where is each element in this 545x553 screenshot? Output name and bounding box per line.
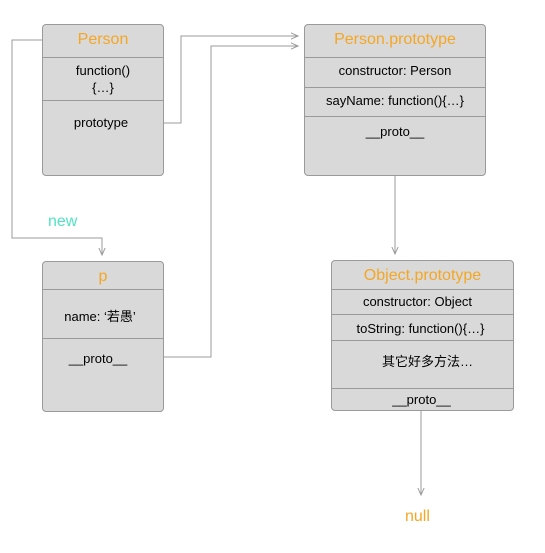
divider [305,116,485,117]
person-prototype-proto: __proto__ [365,124,425,139]
object-prototype-other-methods: 其它好多方法… [381,354,473,369]
person-prototype-sayname: sayName: function(){…} [325,93,464,108]
person-prototype-title: Person.prototype [334,31,456,48]
person-prototype-box: Person.prototype constructor: Person say… [304,24,486,176]
object-prototype-constructor: constructor: Object [362,294,473,309]
divider [43,57,163,58]
p-box: p name: ‘若愚’ __proto__ [42,261,164,412]
person-function-body: {…} [92,80,114,95]
object-prototype-tostring: toString: function(){…} [356,321,485,336]
person-function-line: function() [75,63,131,78]
divider [43,100,163,101]
p-name: name: ‘若愚’ [64,309,136,324]
object-prototype-title: Object.prototype [363,267,482,284]
divider [332,314,513,315]
divider [332,289,513,290]
p-proto-arrow [142,46,298,358]
p-title: p [98,268,108,285]
divider [43,338,163,339]
divider [332,388,513,389]
null-label: null [405,508,430,525]
person-box: Person function() {…} prototype [42,24,164,176]
divider [305,87,485,88]
person-prototype-label: prototype [73,115,129,130]
p-proto: __proto__ [68,351,128,366]
new-arrow [11,39,102,255]
divider [332,340,513,341]
object-prototype-box: Object.prototype constructor: Object toS… [331,260,514,411]
person-title: Person [77,31,129,48]
person-prototype-constructor: constructor: Person [338,63,452,78]
divider [305,57,485,58]
divider [43,289,163,290]
new-label: new [48,213,78,230]
object-prototype-proto: __proto__ [392,392,451,407]
